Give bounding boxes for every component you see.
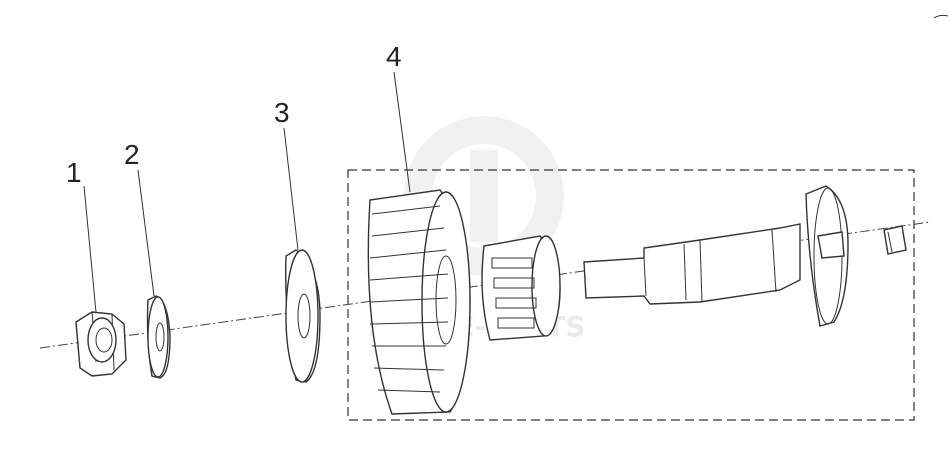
leader-line-3 [283, 127, 299, 251]
small-washer [146, 295, 171, 379]
leader-line-2 [137, 169, 155, 297]
gear-assembly [367, 185, 907, 415]
callout-3: 3 [274, 97, 290, 128]
callout-2: 2 [124, 139, 140, 170]
center-axis [39, 221, 931, 349]
leader-line-4 [393, 71, 411, 193]
callout-4: 4 [386, 41, 402, 72]
large-washer [285, 249, 321, 383]
callout-1: 1 [66, 157, 82, 188]
corner-mark [933, 14, 949, 19]
leader-line-1 [83, 185, 97, 313]
assembly-group-box [347, 169, 915, 421]
hex-nut [75, 311, 127, 377]
